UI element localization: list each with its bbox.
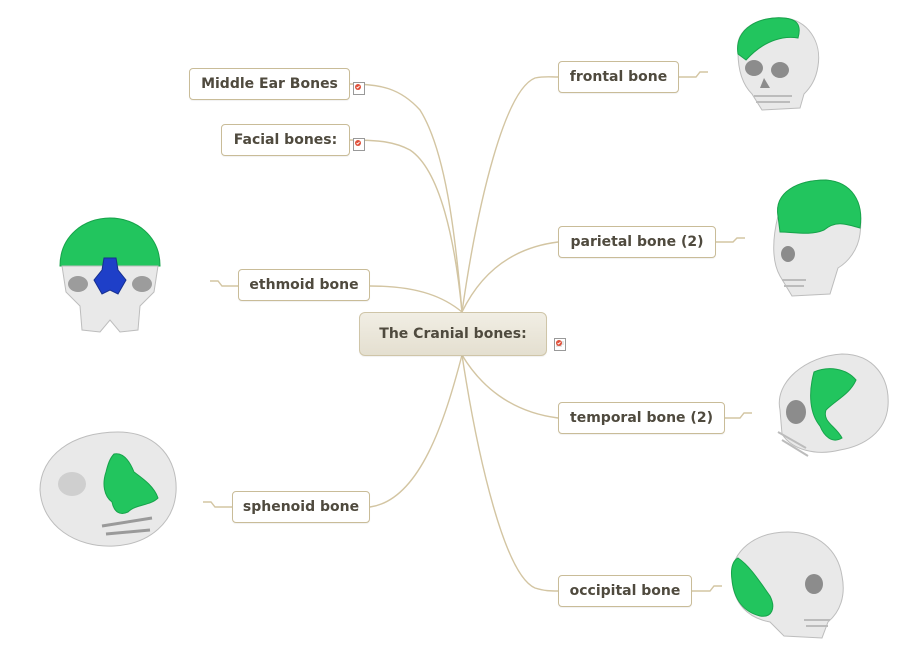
ethmoid-bone-skull-image[interactable] <box>54 210 166 340</box>
image-link-parietal <box>716 237 745 243</box>
image-link-sphenoid <box>203 501 232 508</box>
note-icon[interactable] <box>353 82 365 95</box>
connector-sphenoid <box>369 354 463 508</box>
topic-sphenoid-bone[interactable]: sphenoid bone <box>232 491 370 523</box>
topic-label: ethmoid bone <box>249 277 359 293</box>
topic-label: sphenoid bone <box>242 499 360 515</box>
topic-label: Middle Ear Bones <box>201 76 338 92</box>
topic-label: temporal bone (2) <box>570 410 713 426</box>
parietal-bone-skull-image[interactable] <box>760 176 868 300</box>
connector-temporal <box>461 354 559 419</box>
frontal-bone-skull-image[interactable] <box>726 14 822 112</box>
occipital-bone-skull-image[interactable] <box>726 526 850 642</box>
connector-occipital <box>461 354 559 592</box>
topic-occipital-bone[interactable]: occipital bone <box>558 575 692 607</box>
connector-frontal <box>461 76 559 313</box>
topic-label: parietal bone (2) <box>570 234 704 250</box>
topic-temporal-bone[interactable]: temporal bone (2) <box>558 402 725 434</box>
connector-ethmoid <box>369 285 463 313</box>
temporal-bone-skull-image[interactable] <box>766 350 894 464</box>
topic-label: Facial bones: <box>233 132 338 148</box>
connector-parietal <box>461 241 559 313</box>
image-link-frontal <box>679 71 708 78</box>
topic-frontal-bone[interactable]: frontal bone <box>558 61 679 93</box>
connector-middle-ear <box>349 83 463 313</box>
topic-middle-ear-bones[interactable]: Middle Ear Bones <box>189 68 350 100</box>
image-link-occipital <box>692 585 722 592</box>
central-topic[interactable]: The Cranial bones: <box>359 312 547 356</box>
topic-label: frontal bone <box>569 69 668 85</box>
topic-label: occipital bone <box>569 583 681 599</box>
image-link-ethmoid <box>210 280 238 287</box>
connector-facial <box>349 139 463 313</box>
note-icon[interactable] <box>353 138 365 151</box>
central-topic-label: The Cranial bones: <box>379 326 527 342</box>
sphenoid-bone-skull-image[interactable] <box>32 426 182 552</box>
topic-ethmoid-bone[interactable]: ethmoid bone <box>238 269 370 301</box>
image-link-temporal <box>725 412 752 419</box>
topic-parietal-bone[interactable]: parietal bone (2) <box>558 226 716 258</box>
note-icon[interactable] <box>554 338 566 351</box>
topic-facial-bones[interactable]: Facial bones: <box>221 124 350 156</box>
